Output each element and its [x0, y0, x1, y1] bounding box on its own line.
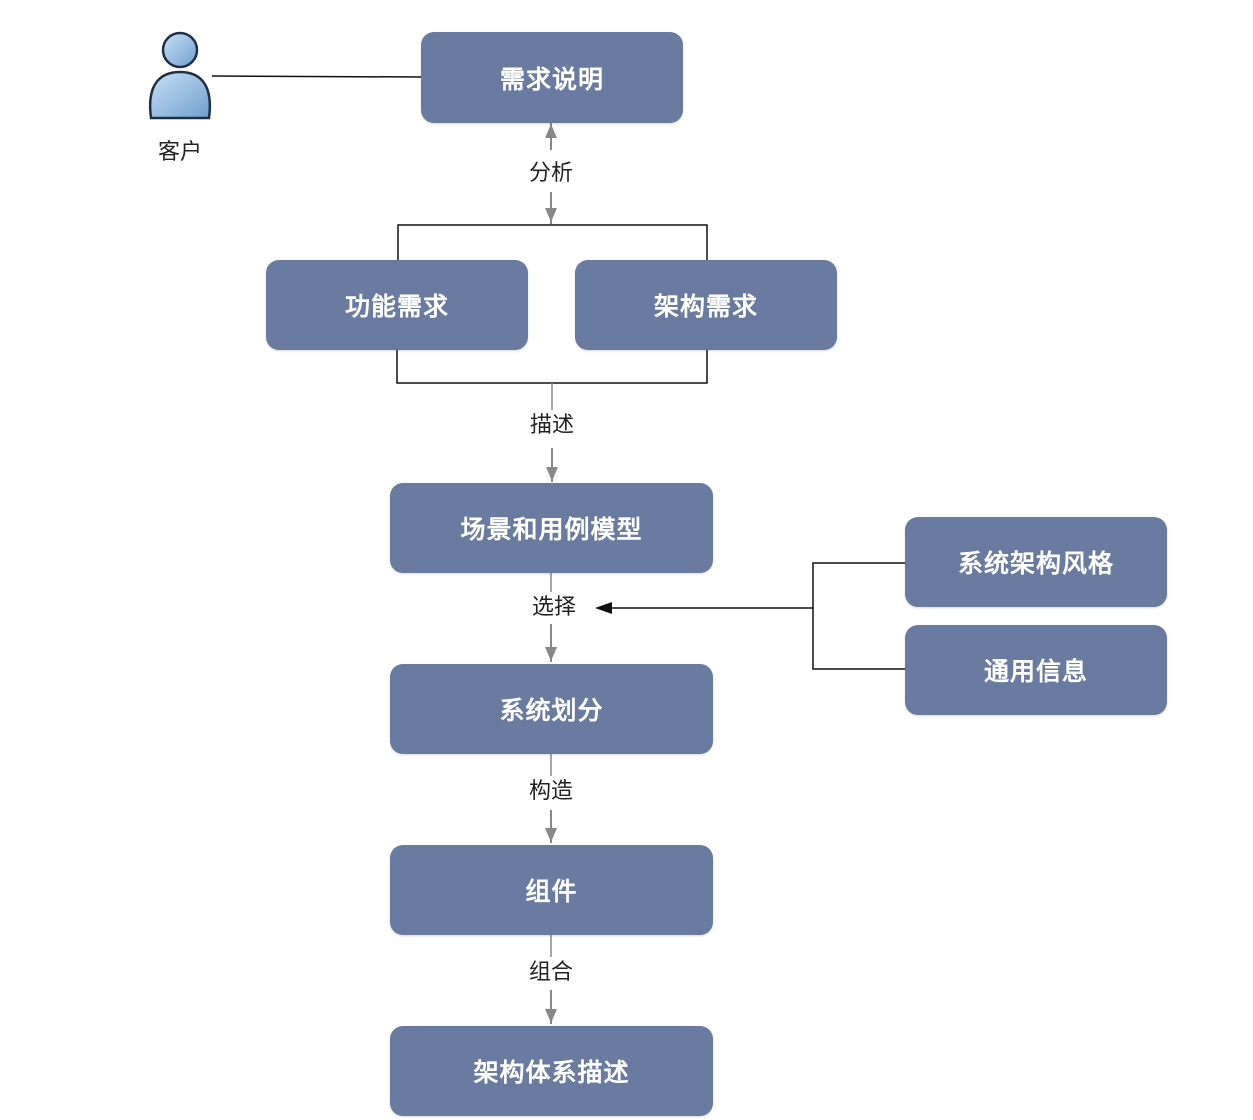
bottom-bracket — [396, 349, 708, 384]
node-requirements-spec: 需求说明 — [421, 32, 683, 123]
side-bracket — [812, 562, 906, 670]
node-label: 功能需求 — [344, 292, 449, 321]
node-architecture-style: 系统架构风格 — [905, 517, 1167, 607]
describe-arrow — [546, 467, 558, 481]
node-label: 需求说明 — [499, 64, 604, 94]
node-system-partition: 系统划分 — [390, 664, 713, 754]
edge-label-compose: 组合 — [524, 958, 578, 988]
side-feed-arrow — [595, 602, 612, 614]
node-label: 架构需求 — [653, 292, 758, 321]
edge-label-construct: 构造 — [524, 777, 578, 807]
actor-label: 客户 — [157, 140, 203, 165]
construct-arrow — [545, 828, 557, 842]
node-scenario-usecase-model: 场景和用例模型 — [390, 483, 713, 573]
top-bracket — [397, 224, 708, 262]
edge-label-analyze: 分析 — [524, 159, 578, 189]
analyze-arrow-down — [545, 208, 557, 222]
node-label: 架构体系描述 — [473, 1058, 630, 1087]
select-arrow — [545, 647, 557, 661]
node-label: 通用信息 — [983, 657, 1088, 686]
node-common-info: 通用信息 — [905, 625, 1167, 715]
compose-arrow — [545, 1009, 557, 1023]
node-functional-requirements: 功能需求 — [266, 260, 528, 350]
person-icon — [148, 31, 212, 120]
node-label: 系统架构风格 — [957, 549, 1114, 578]
node-components: 组件 — [390, 845, 713, 935]
node-label: 系统划分 — [499, 696, 604, 725]
node-architecture-description: 架构体系描述 — [390, 1026, 713, 1116]
edge-label-select: 选择 — [527, 593, 581, 623]
edge-label-describe: 描述 — [525, 411, 579, 441]
analyze-arrow-up — [545, 124, 557, 138]
actor-connector — [211, 75, 422, 78]
node-label: 场景和用例模型 — [460, 515, 643, 544]
node-label: 组件 — [525, 877, 578, 906]
node-architecture-requirements: 架构需求 — [575, 260, 837, 350]
